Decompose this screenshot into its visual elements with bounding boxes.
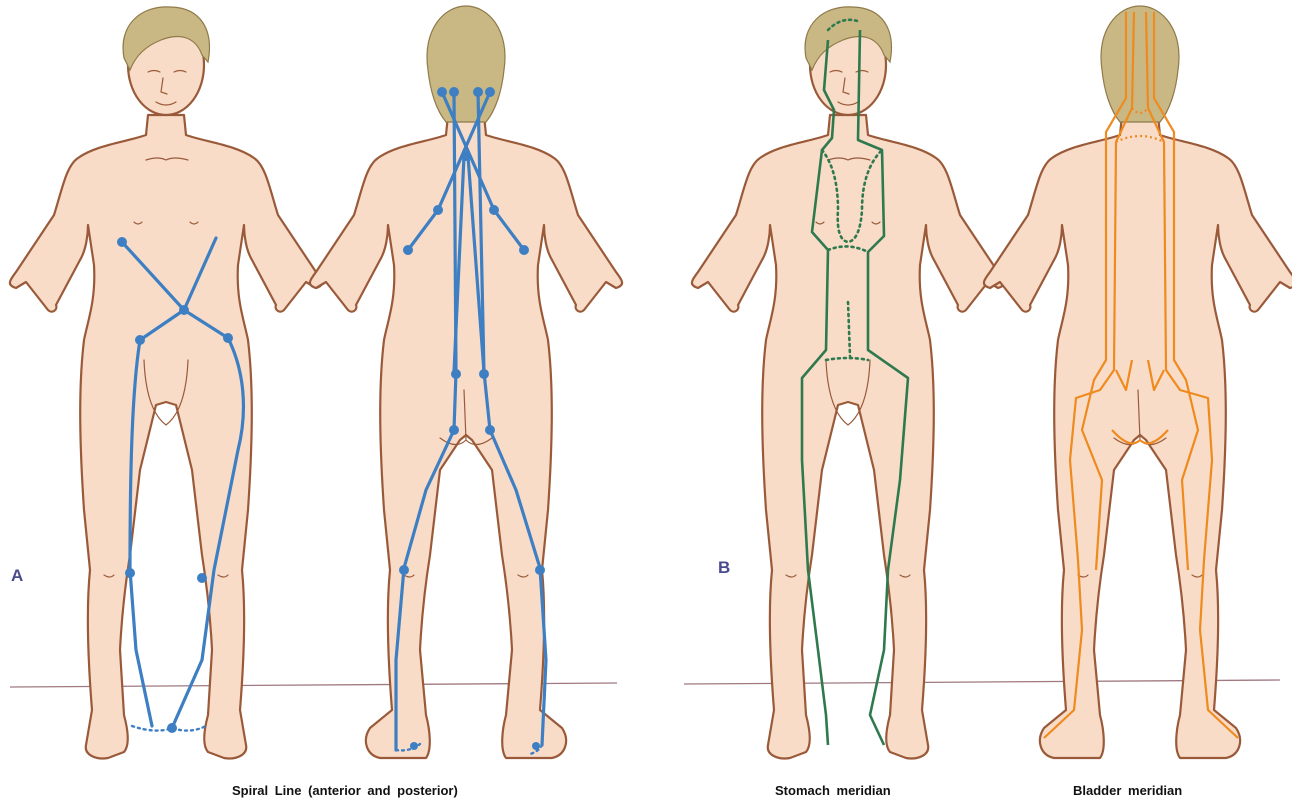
head-posterior <box>427 6 505 122</box>
spiral-node <box>479 369 489 379</box>
spiral-node <box>135 335 145 345</box>
body-anterior <box>10 115 322 758</box>
body-posterior <box>310 115 622 758</box>
spiral-node <box>532 742 540 750</box>
figure-a-anterior <box>10 7 322 759</box>
figure-b-stomach <box>692 7 1004 759</box>
caption-bladder-meridian: Bladder meridian <box>1073 783 1182 798</box>
spiral-node <box>473 87 483 97</box>
figure-a-posterior <box>310 6 622 758</box>
spiral-node <box>451 369 461 379</box>
head-anterior <box>805 7 891 115</box>
body-posterior <box>984 115 1292 758</box>
spiral-node <box>223 333 233 343</box>
spiral-node <box>167 723 177 733</box>
spiral-node <box>535 565 545 575</box>
spiral-node <box>179 305 189 315</box>
panel-label-b: B <box>718 558 730 577</box>
caption-spiral-line: Spiral Line (anterior and posterior) <box>232 783 458 798</box>
head-posterior <box>1101 6 1179 122</box>
spiral-node <box>519 245 529 255</box>
spiral-node <box>403 245 413 255</box>
spiral-node <box>461 151 471 161</box>
body-anterior <box>692 115 1004 758</box>
head-anterior <box>123 7 209 115</box>
spiral-node <box>197 573 207 583</box>
spiral-node <box>449 425 459 435</box>
spiral-node <box>117 237 127 247</box>
spiral-node <box>449 87 459 97</box>
spiral-node <box>485 87 495 97</box>
spiral-node <box>410 742 418 750</box>
figure-b-bladder <box>984 6 1292 758</box>
spiral-node <box>399 565 409 575</box>
spiral-node <box>485 425 495 435</box>
spiral-node <box>489 205 499 215</box>
spiral-node <box>125 568 135 578</box>
spiral-node <box>433 205 443 215</box>
spiral-node <box>437 87 447 97</box>
panel-label-a: A <box>11 566 23 585</box>
caption-stomach-meridian: Stomach meridian <box>775 783 891 798</box>
